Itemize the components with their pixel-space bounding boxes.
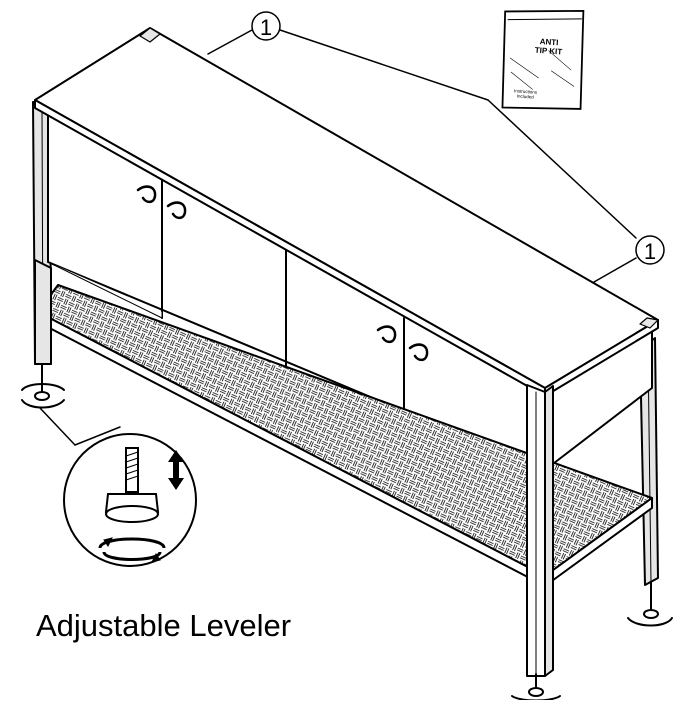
- kit-note-line2: Included: [517, 93, 535, 99]
- up-down-arrow-icon: [168, 450, 184, 490]
- adjustable-leveler-caption: Adjustable Leveler: [36, 608, 292, 643]
- rotate-arrow-icon: [98, 537, 166, 563]
- leveler-feet: [21, 363, 673, 702]
- kit-label-line2: TIP KIT: [535, 46, 563, 57]
- lower-shelf: [37, 284, 653, 587]
- callout-number-top: 1: [260, 15, 272, 40]
- table-top: [34, 27, 659, 397]
- callout-lines: [207, 29, 637, 283]
- callout-number-right: 1: [644, 239, 656, 264]
- front-right-leg: [526, 384, 554, 677]
- kit-label-line1: ANTI: [540, 37, 559, 47]
- leveler-foot-icon: [104, 447, 160, 523]
- door-handles: [136, 185, 429, 362]
- callout-marker-top: [251, 11, 281, 41]
- front-left-leg-lower: [34, 259, 52, 365]
- anti-tip-kit-bag-icon: ANTI TIP KIT Instructions Included: [501, 10, 585, 110]
- callout-markers: 1 1: [251, 11, 665, 265]
- kit-note-line1: Instructions: [514, 88, 538, 95]
- leveler-detail: [39, 407, 197, 567]
- callout-marker-right: [635, 235, 665, 265]
